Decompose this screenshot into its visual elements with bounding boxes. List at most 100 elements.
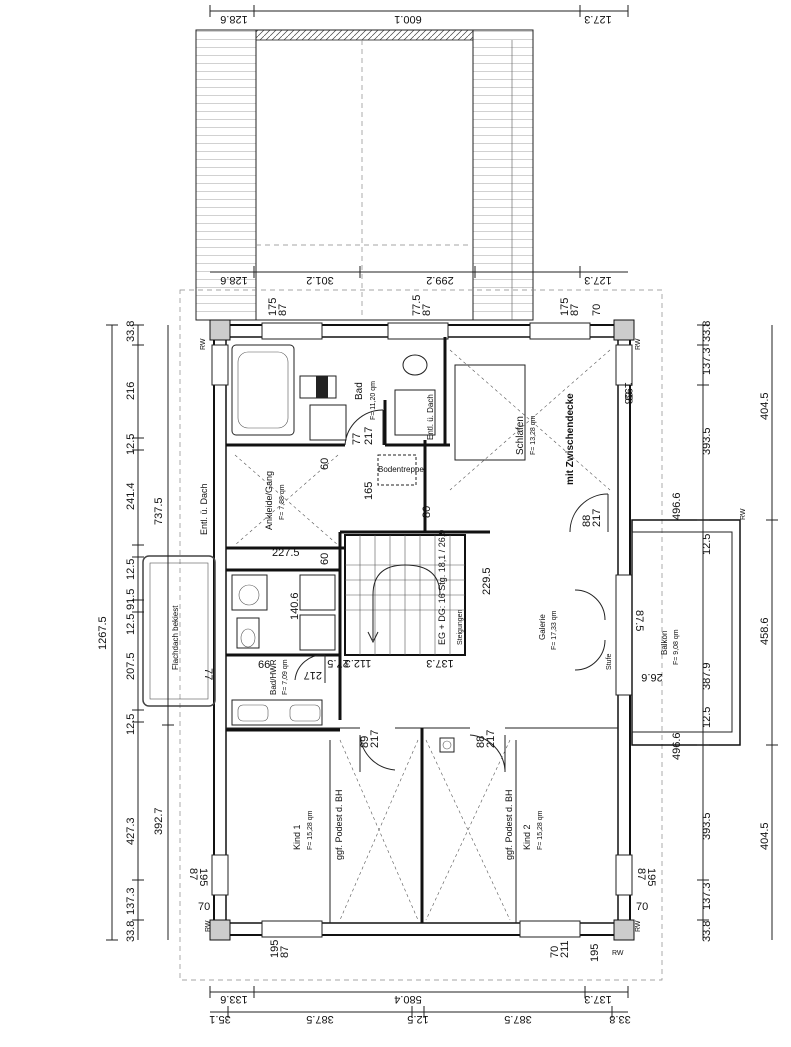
opening-1: 175 bbox=[267, 298, 279, 316]
dim-int-8: 112.3 bbox=[345, 657, 372, 669]
dim-left-i8: 207.5 bbox=[125, 652, 137, 680]
room-bad-area: F= 11,20 qm bbox=[370, 381, 377, 420]
opening-10: 88 bbox=[581, 515, 593, 527]
dim-left-mid-1: 737.5 bbox=[153, 497, 165, 525]
opening-5: 175 bbox=[559, 298, 571, 316]
room-kind1-name: Kind 1 bbox=[292, 824, 302, 850]
room-kind1-area: F= 15,28 qm bbox=[307, 810, 314, 850]
dim-left-i4: 241.4 bbox=[125, 482, 137, 510]
dim-topl-1: 128.6 bbox=[220, 274, 248, 286]
dim-right-m2: 458.6 bbox=[759, 617, 771, 645]
dim-int-9: 137.3 bbox=[426, 657, 454, 669]
dim-right-i1: 33.8 bbox=[701, 321, 713, 342]
dim-right-i8: 496.6 bbox=[671, 732, 683, 760]
opening-30: 77 bbox=[202, 668, 214, 680]
dim-int-3: 140.6 bbox=[289, 592, 301, 620]
room-bad-name: Bad bbox=[354, 382, 365, 400]
dim-int-12: 26.6 bbox=[641, 671, 662, 683]
dim-topl-2: 301.2 bbox=[306, 274, 334, 286]
opening-26: 70 bbox=[636, 901, 648, 913]
dim-left-i12: 33.8 bbox=[125, 921, 137, 942]
rw-marker-tr: RW bbox=[635, 338, 642, 350]
room-kind2-area: F= 15,28 qm bbox=[537, 810, 544, 850]
opening-8: 77 bbox=[351, 433, 363, 445]
room-galerie-area: F= 17,33 qm bbox=[551, 610, 558, 650]
dim-int-6: 60 bbox=[319, 458, 331, 470]
balcony bbox=[631, 519, 741, 746]
rw-marker-tl: RW bbox=[200, 338, 207, 350]
stair-label: EG + DG: 16 Stg. 18,1 / 26,9 bbox=[437, 530, 447, 645]
room-schlafen-area: F= 13,28 qm bbox=[530, 415, 537, 455]
dim-int-4: 165 bbox=[363, 482, 375, 500]
note-flachdach: Flachdach bekiest bbox=[171, 605, 180, 670]
rw-marker-balkon: RW bbox=[740, 508, 747, 520]
dimension-top: 128.6 600.1 127.3 bbox=[209, 5, 629, 25]
note-podest2: ggf. Podest d. BH bbox=[504, 789, 514, 860]
opening-6: 87 bbox=[569, 304, 581, 316]
room-badwc-name: Bad/HWR bbox=[269, 659, 278, 695]
dim-left-i2: 216 bbox=[125, 382, 137, 400]
opening-2: 87 bbox=[277, 304, 289, 316]
dimension-left: 1267.5 737.5 392.7 33.8 216 12.5 241.4 1… bbox=[97, 321, 174, 942]
dim-int-11: 66 bbox=[258, 659, 270, 671]
dim-left-i9: 12.5 bbox=[125, 714, 137, 735]
opening-22: 195 bbox=[269, 940, 281, 958]
opening-28: 211 bbox=[559, 940, 571, 958]
opening-23: 87 bbox=[279, 946, 291, 958]
dim-left-outer: 1267.5 bbox=[97, 616, 109, 650]
opening-15: 217 bbox=[485, 730, 497, 748]
dim-left-i11: 137.3 bbox=[125, 887, 137, 915]
opening-19: 87 bbox=[187, 868, 199, 880]
dim-right-i3: 393.5 bbox=[701, 427, 713, 455]
dim-topl-4: 127.3 bbox=[584, 274, 612, 286]
dim-bottom-2: 580.4 bbox=[394, 993, 422, 1005]
dim-left-i3: 12.5 bbox=[125, 434, 137, 455]
dim-right-i2: 137.3 bbox=[701, 347, 713, 375]
dim-right-m1: 404.5 bbox=[759, 392, 771, 420]
opening-20: 195 bbox=[645, 868, 657, 886]
opening-12: 89 bbox=[359, 736, 371, 748]
dimension-right: 33.8 137.3 393.5 496.6 12.5 387.9 12.5 4… bbox=[671, 321, 778, 942]
dim-right-i7: 12.5 bbox=[701, 707, 713, 728]
dim-int-10: 27.5 bbox=[327, 657, 348, 669]
note-zwischendecke: mit Zwischendecke bbox=[565, 393, 576, 485]
dim-int-7: 60 bbox=[319, 553, 331, 565]
opening-7: 70 bbox=[591, 304, 603, 316]
dim-left-mid-2: 392.7 bbox=[153, 807, 165, 835]
room-kind2-name: Kind 2 bbox=[522, 824, 532, 850]
opening-25: 70 bbox=[198, 901, 210, 913]
stair-note: Steigungen bbox=[457, 609, 464, 645]
roof-outline bbox=[179, 289, 663, 981]
dim-top-3: 127.3 bbox=[584, 13, 612, 25]
void-lines bbox=[234, 349, 611, 921]
opening-4: 87 bbox=[421, 304, 433, 316]
note-stufe: Stufe bbox=[606, 654, 613, 670]
dim-bottoml-2: 387.5 bbox=[306, 1013, 334, 1025]
dim-right-i4: 496.6 bbox=[671, 492, 683, 520]
dim-right-i9: 393.5 bbox=[701, 812, 713, 840]
note-podest1: ggf. Podest d. BH bbox=[334, 789, 344, 860]
dim-bottom-1: 133.6 bbox=[220, 993, 248, 1005]
dim-left-i7: 12.5 bbox=[125, 614, 137, 635]
note-entl-bad: Entl. ü. Dach bbox=[426, 394, 435, 440]
opening-24: 70 bbox=[549, 946, 561, 958]
dim-int-1: 227.5 bbox=[272, 547, 300, 559]
opening-13: 217 bbox=[369, 730, 381, 748]
staircase: EG + DG: 16 Stg. 18,1 / 26,9 Steigungen bbox=[344, 530, 466, 656]
dim-right-i11: 33.8 bbox=[701, 921, 713, 942]
opening-29: 87.5 bbox=[633, 610, 645, 631]
opening-27: 195 bbox=[589, 944, 601, 962]
rw-marker-br: RW bbox=[635, 920, 642, 932]
opening-14: 88 bbox=[475, 736, 487, 748]
dim-right-i6: 387.9 bbox=[701, 662, 713, 690]
dim-left-i1: 33.8 bbox=[125, 321, 137, 342]
dim-top-2: 600.1 bbox=[394, 13, 422, 25]
dim-bottom-3: 137.3 bbox=[584, 993, 612, 1005]
dim-int-2: 229.5 bbox=[481, 567, 493, 595]
room-balkon-area: F= 9,08 qm bbox=[673, 629, 680, 665]
room-labels: Bad F= 11,20 qm Entl. ü. Dach Schlafen F… bbox=[171, 381, 680, 860]
dim-bottoml-3: 12.5 bbox=[407, 1013, 428, 1025]
opening-3: 77.5 bbox=[411, 295, 423, 316]
dim-right-i10: 137.3 bbox=[701, 882, 713, 910]
